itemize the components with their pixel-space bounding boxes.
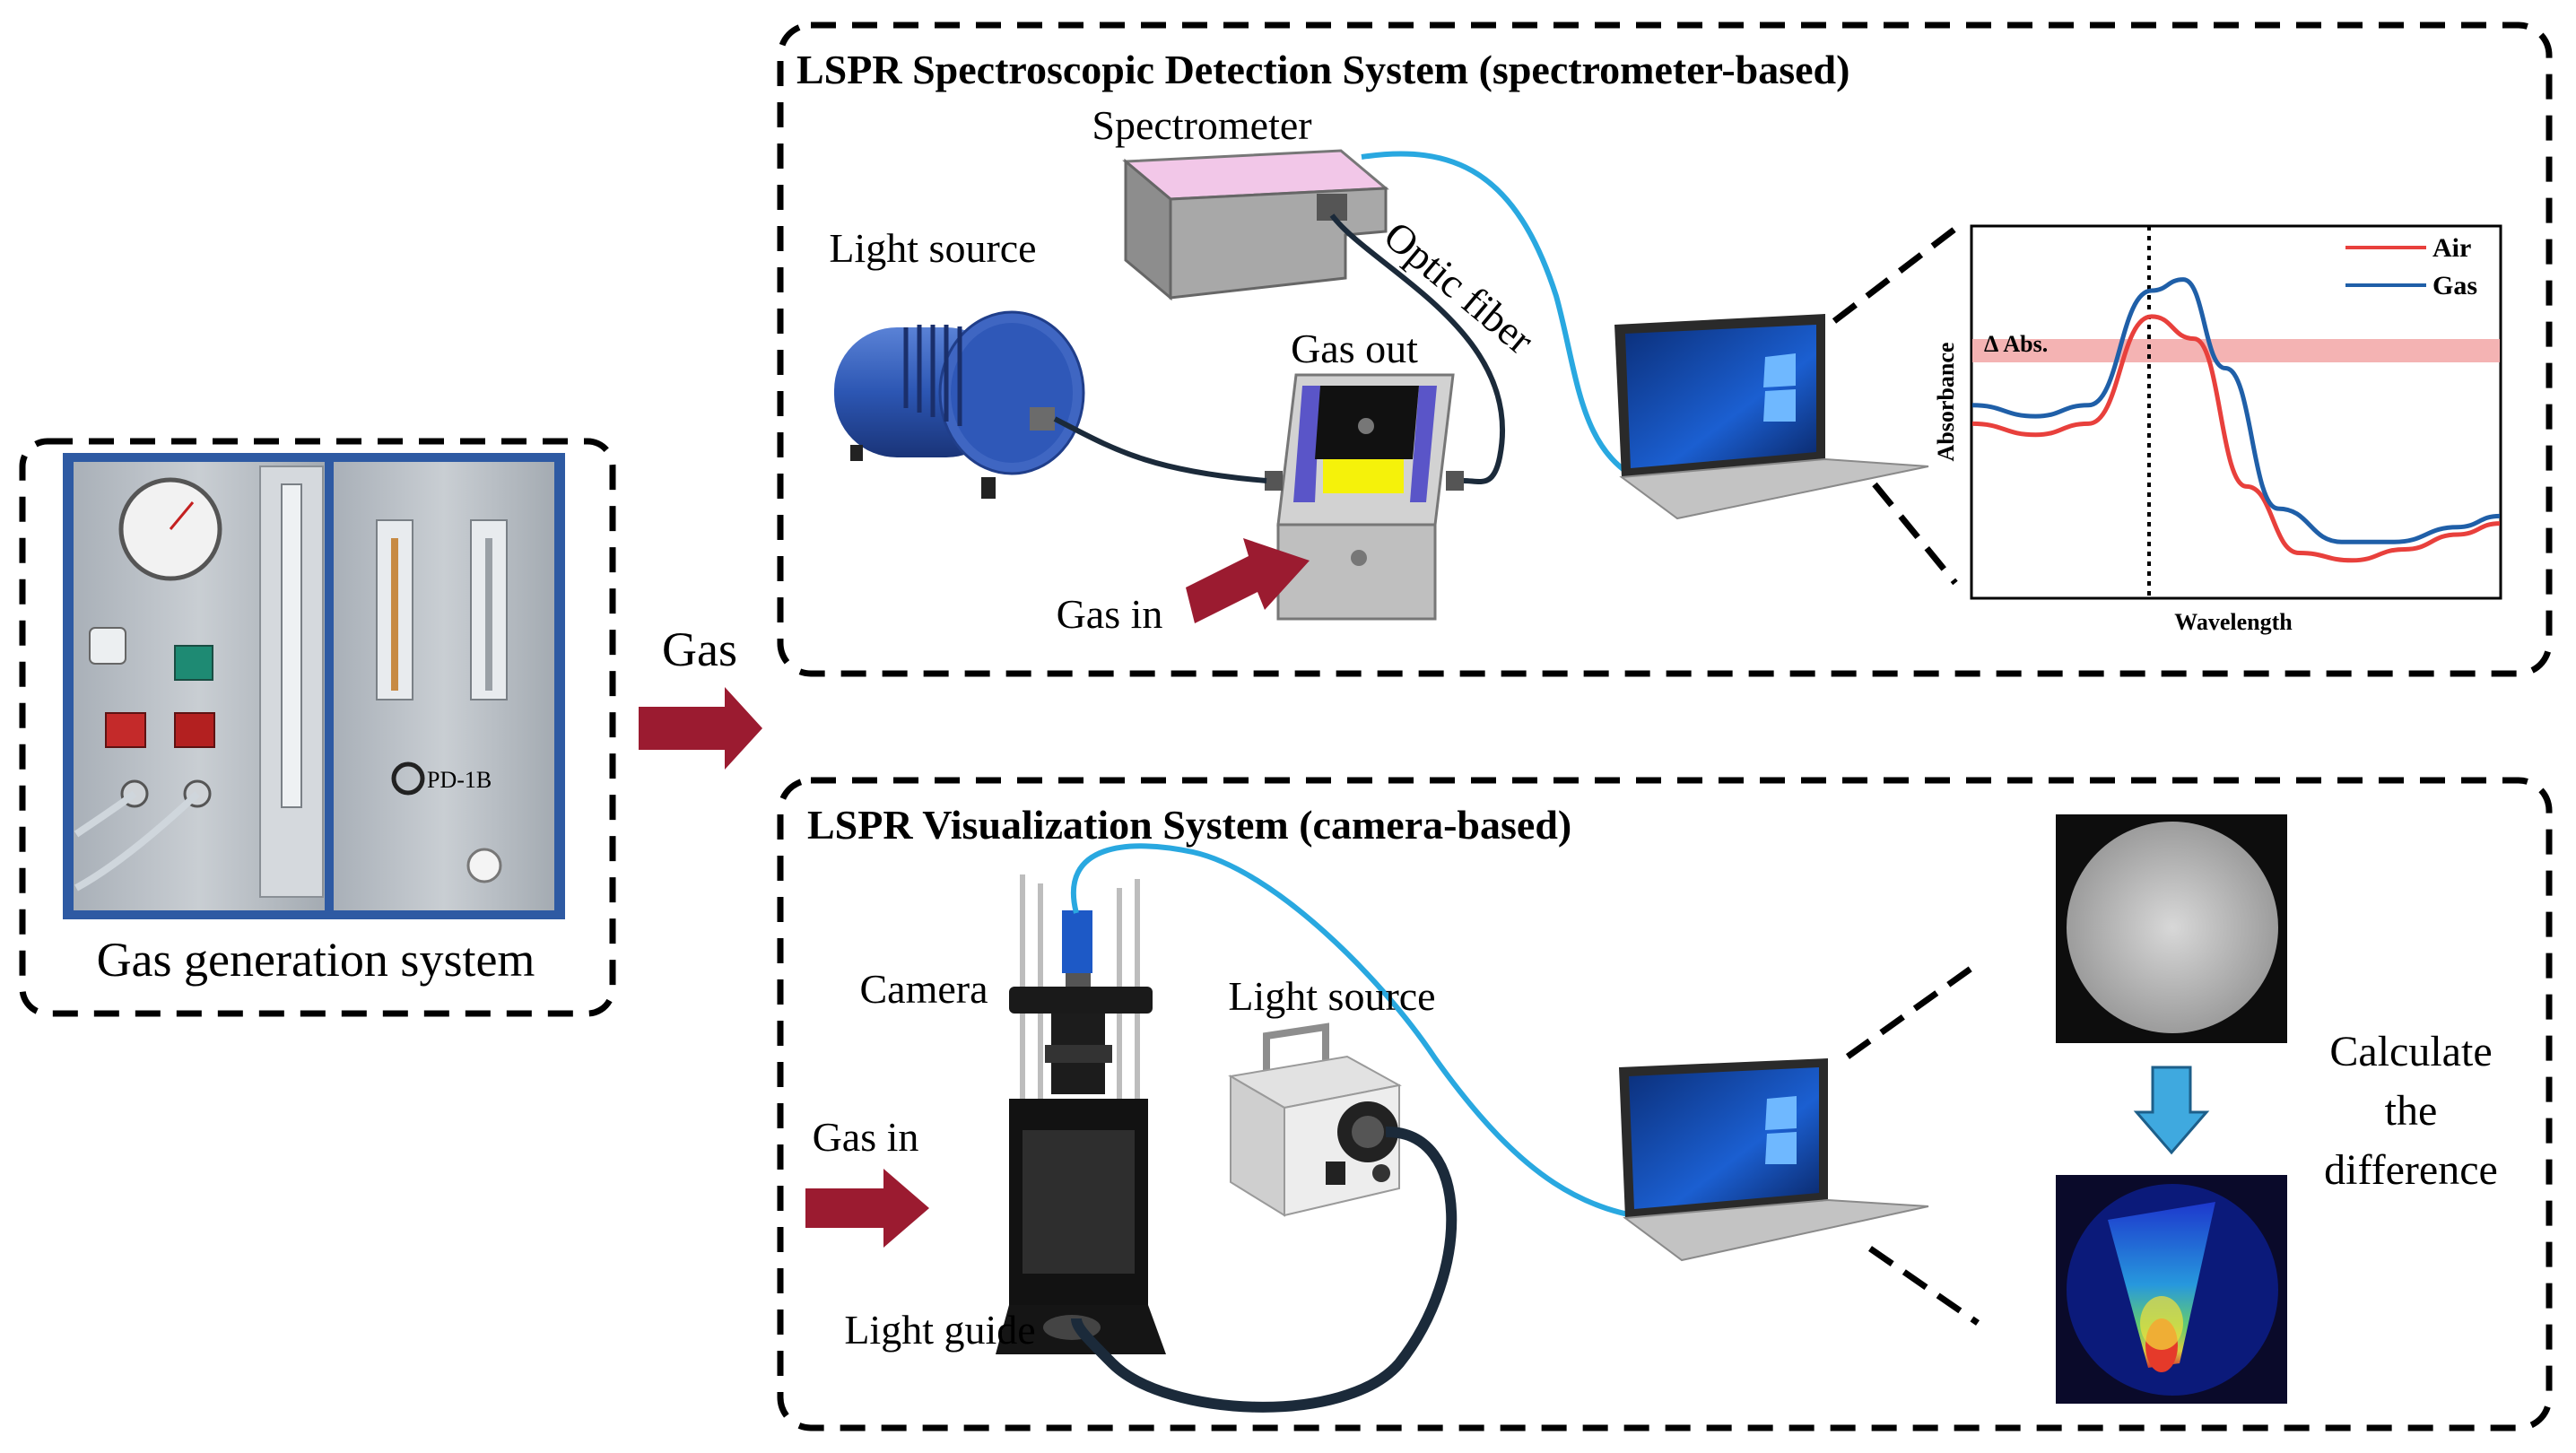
light-guide-label: Light guide — [844, 1307, 1035, 1353]
chart-xlabel: Wavelength — [2174, 609, 2293, 635]
gas-generation-panel: PD-1B Gas generation system — [19, 438, 616, 1017]
legend-air-label: Air — [2432, 233, 2471, 263]
gas-cell-illustration — [1265, 373, 1464, 621]
laptop-bottom — [1619, 1058, 1929, 1262]
gas-in-label-top: Gas in — [1057, 591, 1163, 637]
gas-in-arrow-top — [1186, 538, 1310, 623]
device-model-label: PD-1B — [427, 767, 492, 793]
light-guide-cable — [1071, 1126, 1458, 1413]
gas-generation-label: Gas generation system — [97, 933, 535, 987]
gas-in-label-bottom: Gas in — [813, 1114, 919, 1160]
zoom-line-top-2 — [1872, 482, 1958, 586]
gas-flow-label: Gas — [662, 622, 737, 676]
zoom-line-bottom-2 — [1868, 1246, 1980, 1326]
camera-label: Camera — [859, 966, 988, 1012]
spectrometer-label: Spectrometer — [1092, 102, 1311, 148]
laptop-top — [1614, 314, 1929, 520]
chart-ylabel: Absorbance — [1933, 343, 1959, 462]
spectroscopy-title: LSPR Spectroscopic Detection System (spe… — [796, 47, 1849, 92]
difference-heatmap-image — [2056, 1175, 2287, 1404]
light-source-to-cell-cable — [1053, 416, 1267, 483]
zoom-line-bottom-1 — [1845, 964, 1976, 1059]
camera-rig-illustration — [996, 874, 1166, 1354]
legend-gas-label: Gas — [2432, 271, 2477, 300]
gas-generator-device-illustration: PD-1B — [63, 453, 565, 919]
calculate-line-1: Calculate — [2329, 1028, 2492, 1075]
light-source-label-bottom: Light source — [1228, 973, 1435, 1019]
visualization-title: LSPR Visualization System (camera-based) — [807, 802, 1571, 848]
raw-camera-image — [2056, 814, 2287, 1043]
zoom-line-top-1 — [1832, 226, 1958, 324]
gas-flow-arrow: Gas — [639, 622, 762, 770]
delta-abs-band — [1972, 339, 2500, 362]
light-source-label: Light source — [829, 225, 1036, 271]
light-source-cylinder — [834, 310, 1085, 499]
optic-fiber — [1329, 213, 1505, 485]
gas-in-arrow-bottom — [805, 1169, 929, 1248]
calculate-line-2: the — [2385, 1087, 2438, 1135]
down-arrow-icon — [2133, 1066, 2210, 1155]
series-line-air — [1971, 314, 2501, 563]
spectroscopy-panel: LSPR Spectroscopic Detection System (spe… — [777, 22, 2553, 677]
visualization-panel: LSPR Visualization System (camera-based)… — [777, 777, 2553, 1431]
light-source-box-illustration — [1228, 1022, 1402, 1217]
spectrometer-illustration — [1122, 149, 1389, 301]
camera-cyan-cable — [1070, 843, 1660, 1222]
series-line-gas — [1971, 277, 2501, 544]
gas-out-label: Gas out — [1291, 326, 1418, 371]
delta-abs-label: Δ Abs. — [1984, 331, 2048, 357]
absorbance-chart: Δ Abs. Air Gas Wavelength Absorbance — [1933, 224, 2502, 635]
calculate-line-3: difference — [2324, 1146, 2498, 1194]
spectrometer-to-laptop-fiber — [1361, 151, 1652, 487]
chart-frame — [1970, 224, 2502, 600]
